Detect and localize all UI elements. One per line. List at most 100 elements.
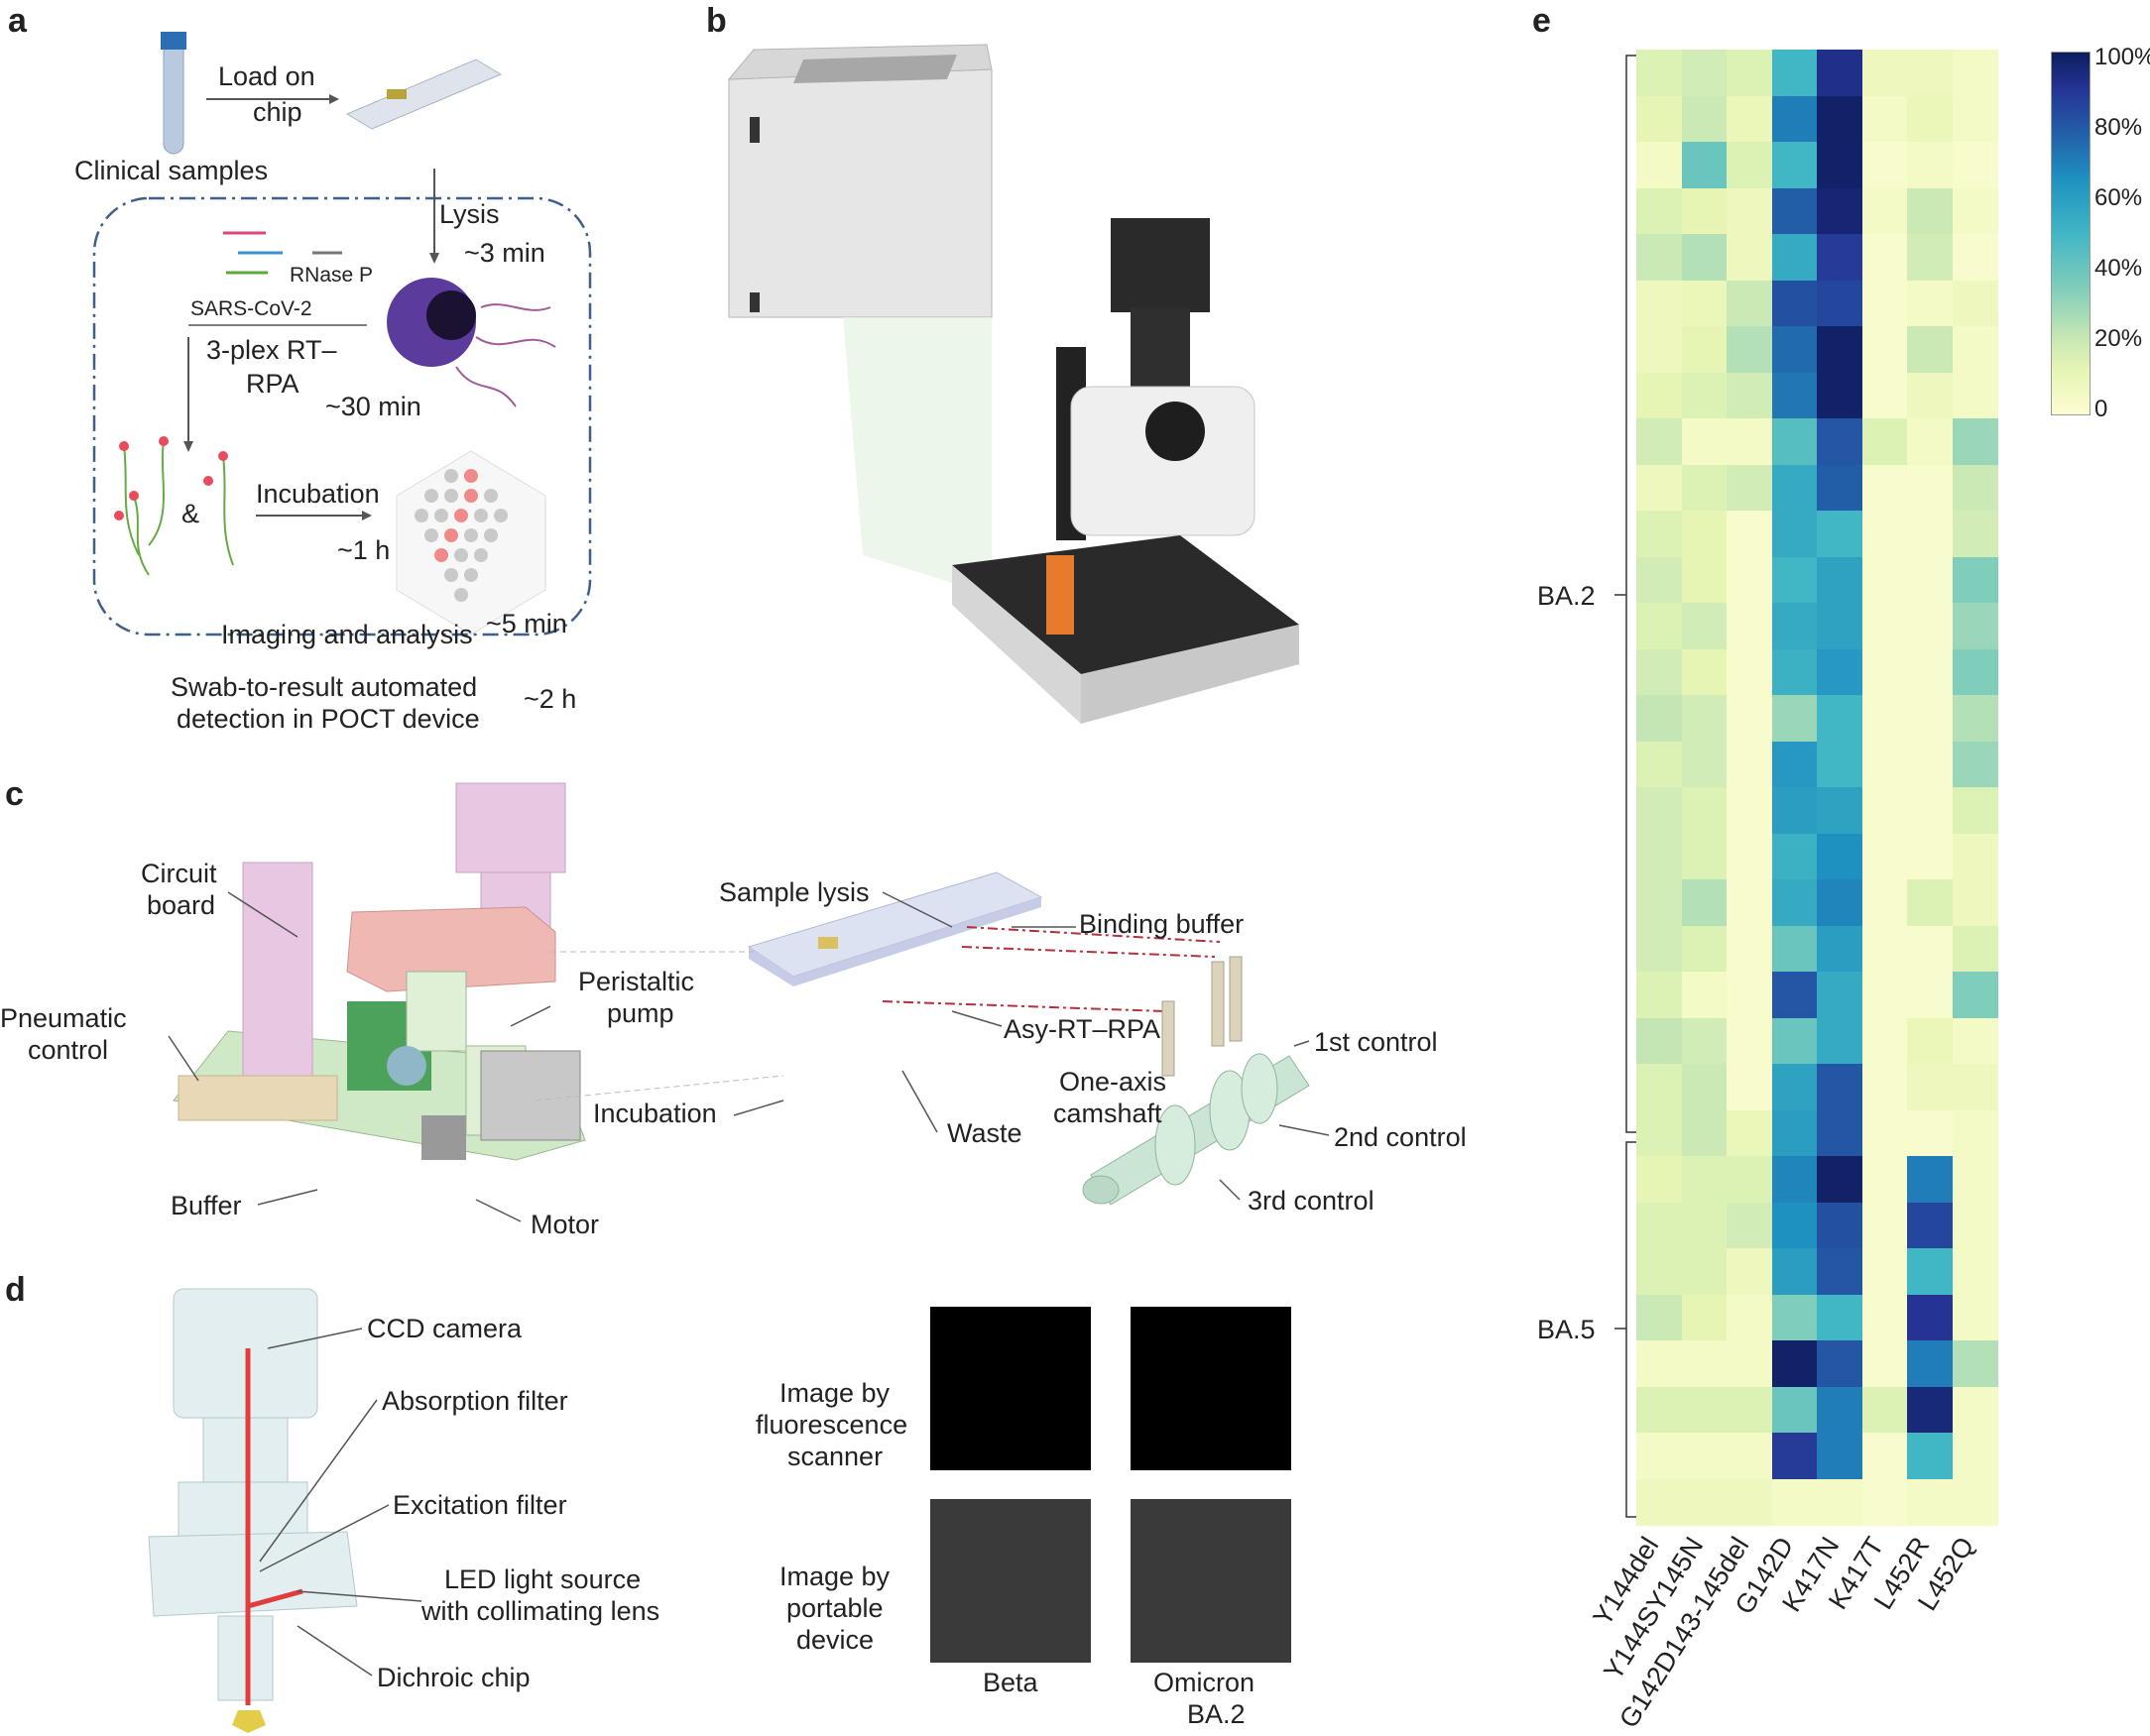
label-led-1: LED light source	[444, 1564, 642, 1594]
heatmap-cell	[1681, 1202, 1728, 1249]
array-dot	[434, 548, 448, 562]
label-circuit-2: board	[147, 890, 216, 920]
array-dot	[464, 568, 478, 582]
heatmap-cell	[1861, 50, 1908, 96]
colorbar-tick-label: 20%	[2094, 325, 2143, 352]
heatmap-cell	[1952, 464, 1998, 512]
heatmap-cell	[1861, 648, 1908, 696]
label-scanner-1: Image by	[779, 1378, 891, 1408]
heatmap-cell	[1861, 741, 1908, 788]
array-dot	[474, 548, 488, 562]
heatmap-cell	[1907, 187, 1953, 235]
heatmap-cell	[1907, 695, 1953, 742]
array-dot	[464, 469, 478, 483]
label-portable-3: device	[796, 1625, 875, 1655]
label-omicron-1: Omicron	[1153, 1668, 1255, 1697]
label-beta: Beta	[983, 1668, 1038, 1697]
heatmap-cell	[1861, 372, 1908, 419]
heatmap-cell	[1727, 833, 1772, 880]
heatmap-cell	[1817, 50, 1862, 96]
heatmap-cell	[1907, 95, 1953, 143]
heatmap-cell	[1727, 511, 1772, 557]
image-fluorescence-omicron	[1131, 1307, 1291, 1470]
heatmap-cell	[1727, 1294, 1772, 1341]
array-dot	[464, 489, 478, 503]
label-load-on: Load on	[218, 61, 315, 91]
heatmap-cell	[1907, 1202, 1953, 1249]
heatmap-cell	[1727, 187, 1772, 235]
heatmap-cell	[1636, 464, 1682, 512]
label-binding-buffer: Binding buffer	[1079, 909, 1245, 939]
heatmap-cell	[1771, 1064, 1818, 1110]
image-portable-beta	[930, 1499, 1091, 1663]
array-dot	[444, 528, 458, 542]
label-pneumatic-1: Pneumatic	[0, 1003, 127, 1033]
heatmap-cell	[1681, 50, 1728, 96]
heatmap-cell	[1907, 972, 1953, 1018]
row-group-ba5: BA.5	[1537, 1315, 1596, 1344]
heatmap-cell	[1817, 603, 1862, 649]
heatmap-cell	[1861, 1156, 1908, 1203]
heatmap-cell	[1817, 648, 1862, 696]
heatmap-cell	[1817, 464, 1862, 512]
heatmap-cell	[1861, 187, 1908, 235]
heatmap-cell	[1817, 741, 1862, 788]
heatmap-cell	[1907, 1340, 1953, 1387]
heatmap-cell	[1636, 326, 1682, 373]
heatmap-cell	[1952, 280, 1998, 327]
heatmap-cell	[1681, 372, 1728, 419]
panel-label-d: d	[5, 1271, 26, 1309]
heatmap-cell	[1861, 464, 1908, 512]
label-total-time: ~2 h	[524, 684, 577, 714]
heatmap-cell	[1681, 833, 1728, 880]
heatmap-cell	[1952, 695, 1998, 742]
heatmap-cell	[1817, 1017, 1862, 1065]
label-incubation-c: Incubation	[593, 1099, 717, 1128]
heatmap-cell	[1771, 95, 1818, 143]
heatmap-cell	[1817, 187, 1862, 235]
label-portable-2: portable	[786, 1593, 884, 1623]
heatmap-cell	[1681, 603, 1728, 649]
label-chip: chip	[253, 97, 302, 127]
heatmap-cell	[1861, 787, 1908, 834]
heatmap-cell	[1771, 1156, 1818, 1203]
heatmap-cell	[1681, 1064, 1728, 1110]
heatmap-cell	[1907, 142, 1953, 188]
label-clinical-samples: Clinical samples	[74, 156, 269, 185]
label-asy-rt-rpa: Asy-RT–RPA	[1004, 1014, 1161, 1044]
heatmap-cell	[1771, 464, 1818, 512]
label-pneumatic-2: control	[28, 1035, 109, 1065]
heatmap-cell	[1636, 879, 1682, 926]
heatmap-cell	[1727, 1340, 1772, 1387]
heatmap-cell	[1817, 142, 1862, 188]
heatmap-cell	[1907, 556, 1953, 604]
heatmap-cell	[1681, 695, 1728, 742]
label-buffer: Buffer	[171, 1191, 242, 1220]
heatmap-cell	[1817, 234, 1862, 281]
heatmap-cell	[1636, 1340, 1682, 1387]
heatmap-cell	[1817, 1433, 1862, 1479]
panel-c-leaders	[168, 891, 1076, 1222]
heatmap-cell	[1771, 1017, 1818, 1065]
heatmap-cell	[1771, 511, 1818, 557]
label-incubation-time: ~1 h	[337, 535, 391, 565]
heatmap-cell	[1727, 1017, 1772, 1065]
heatmap-cell	[1861, 1294, 1908, 1341]
heatmap-cell	[1952, 95, 1998, 143]
heatmap-cell	[1771, 879, 1818, 926]
heatmap-cell	[1861, 1017, 1908, 1065]
label-rt-rpa-1: 3-plex RT–	[206, 335, 337, 365]
heatmap-cell	[1817, 372, 1862, 419]
heatmap-cell	[1907, 741, 1953, 788]
heatmap-cell	[1636, 50, 1682, 96]
heatmap-cell	[1771, 372, 1818, 419]
heatmap-cell	[1907, 1294, 1953, 1341]
heatmap-cell	[1952, 741, 1998, 788]
panel-label-e: e	[1532, 2, 1551, 40]
heatmap-cell	[1817, 418, 1862, 465]
heatmap-cell	[1817, 1202, 1862, 1249]
label-portable-1: Image by	[779, 1562, 891, 1591]
heatmap-cell	[1771, 326, 1818, 373]
heatmap-cell	[1907, 1156, 1953, 1203]
label-waste: Waste	[947, 1118, 1022, 1148]
